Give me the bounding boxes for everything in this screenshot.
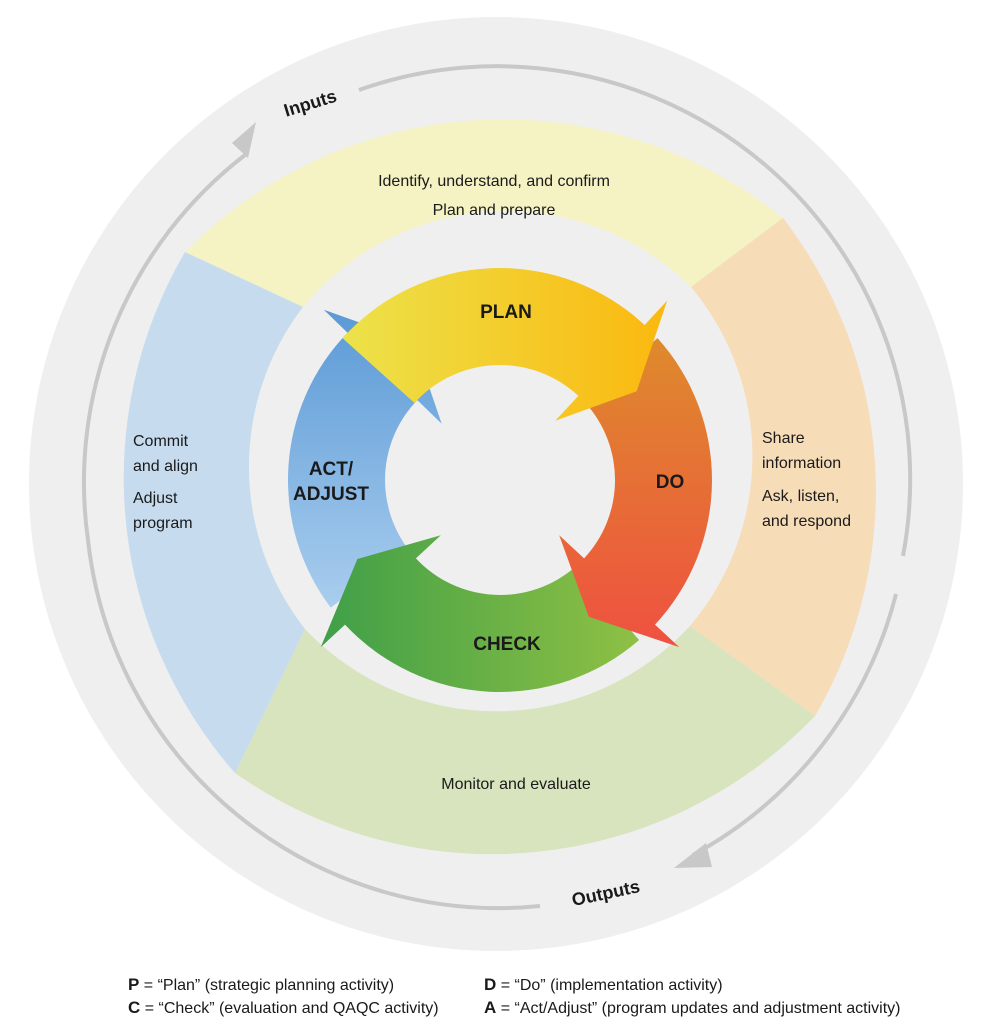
act-sector-text-4: program [133,515,193,532]
ring-line-left [82,153,541,911]
plan-sector-text-2: Plan and prepare [433,202,556,219]
plan-sector-text-1: Identify, understand, and confirm [378,173,610,190]
legend-row-2: C = “Check” (evaluation and QAQC activit… [128,997,968,1020]
act-sector-text-2: and align [133,458,198,475]
cycle-arrows [287,268,712,692]
inputs-arrowhead-icon [232,122,256,158]
check-label: CHECK [473,634,541,655]
legend-text-c: = “Check” (evaluation and QAQC activity) [140,1000,439,1017]
pdca-diagram: Inputs Outputs PLAN DO CHECK ACT/ ADJUST… [29,17,963,951]
plan-label: PLAN [480,302,532,323]
ring-line-top-right [358,64,913,557]
outputs-arrowhead-icon [674,843,712,868]
act-label-line1: ACT/ [309,459,354,480]
legend-item-check: C = “Check” (evaluation and QAQC activit… [128,997,484,1020]
do-sector-text-1: Share [762,430,805,447]
check-arrow [320,535,640,692]
legend-text-d: = “Do” (implementation activity) [496,977,723,994]
legend-text-p: = “Plan” (strategic planning activity) [139,977,395,994]
legend-item-act: A = “Act/Adjust” (program updates and ad… [484,997,900,1020]
act-sector-text-1: Commit [133,433,189,450]
legend-row-1: P = “Plan” (strategic planning activity)… [128,974,968,997]
act-sector [123,252,305,773]
plan-arrow [342,268,668,421]
plan-sector [185,119,783,308]
inputs-outputs-ring [82,64,913,911]
legend-text-a: = “Act/Adjust” (program updates and adju… [496,1000,901,1017]
ring-line-bottom-right [692,593,898,857]
do-sector-text-2: information [762,455,841,472]
do-label: DO [656,472,685,493]
legend-item-do: D = “Do” (implementation activity) [484,974,840,997]
act-sector-text-3: Adjust [133,490,178,507]
act-label-line2: ADJUST [293,484,369,505]
legend-key-c: C [128,998,141,1017]
do-arrow [559,338,712,648]
do-sector-text-3: Ask, listen, [762,488,839,505]
legend-item-plan: P = “Plan” (strategic planning activity) [128,974,484,997]
check-sector-text-1: Monitor and evaluate [441,776,591,793]
legend-key-d: D [484,975,497,994]
do-sector [690,218,876,716]
legend-key-a: A [484,998,497,1017]
do-sector-text-4: and respond [762,513,851,530]
legend: P = “Plan” (strategic planning activity)… [128,974,968,1020]
legend-key-p: P [128,975,140,994]
check-sector [235,626,815,855]
